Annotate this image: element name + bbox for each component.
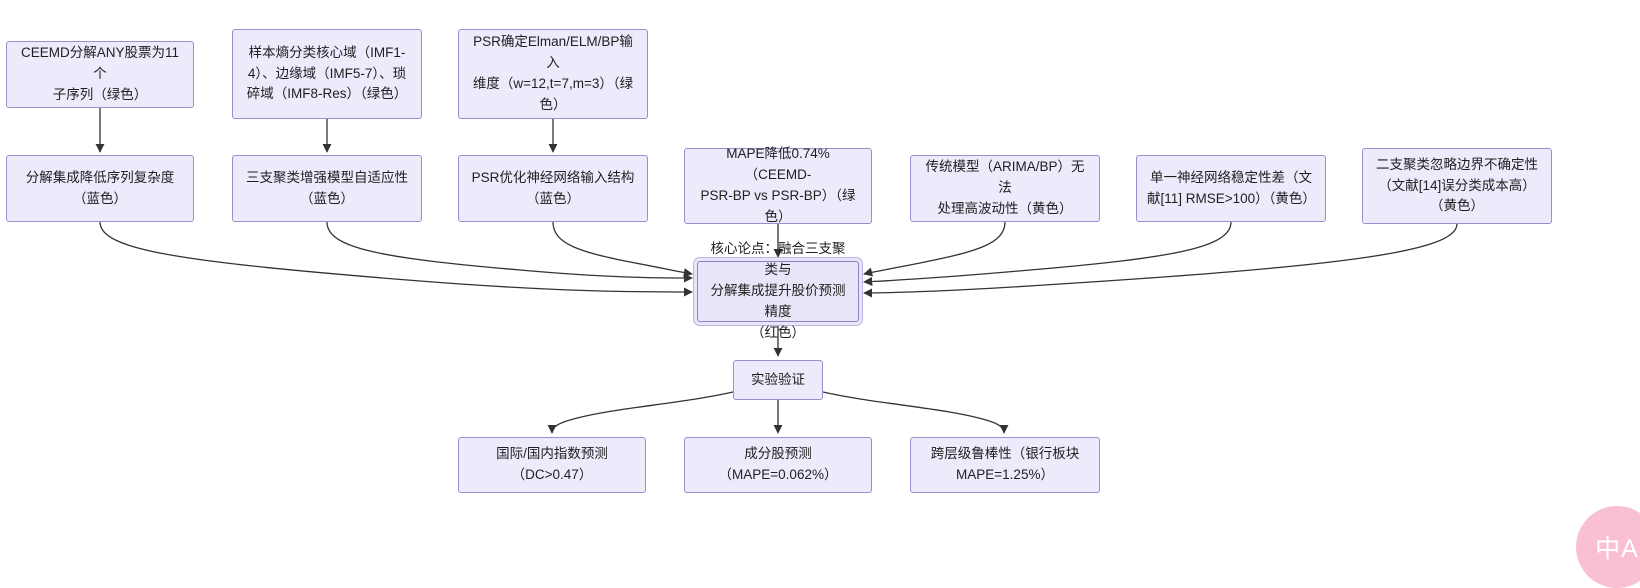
- node-label: PSR优化神经网络输入结构 （蓝色）: [471, 169, 635, 206]
- node-result-index-forecast[interactable]: 国际/国内指数预测 （DC>0.47）: [458, 437, 646, 493]
- node-core-thesis[interactable]: 核心论点：融合三支聚类与 分解集成提升股价预测精度 （红色）: [697, 241, 859, 340]
- node-two-way-clustering-limitation[interactable]: 二支聚类忽略边界不确定性 （文献[14]误分类成本高） （黄色）: [1362, 148, 1552, 224]
- node-label: 三支聚类增强模型自适应性 （蓝色）: [246, 169, 408, 206]
- edge-n8-core: [863, 221, 1006, 277]
- node-ceemd-decomposition[interactable]: CEEMD分解ANY股票为11个 子序列（绿色）: [6, 41, 194, 108]
- edge-exp-r1: [547, 391, 734, 434]
- node-label: 实验验证: [751, 371, 805, 387]
- node-label: 单一神经网络稳定性差（文 献[11] RMSE>100）（黄色）: [1147, 169, 1316, 206]
- edge-n6-core: [552, 221, 693, 278]
- edge-exp-r3: [822, 391, 1009, 434]
- node-label: PSR确定Elman/ELM/BP输入 维度（w=12,t=7,m=3）（绿 色…: [472, 34, 634, 112]
- node-label: 分解集成降低序列复杂度 （蓝色）: [25, 169, 175, 206]
- node-label: CEEMD分解ANY股票为11个 子序列（绿色）: [20, 45, 180, 102]
- node-result-cross-level-robustness[interactable]: 跨层级鲁棒性（银行板块 MAPE=1.25%）: [910, 437, 1100, 493]
- flowchart-canvas: CEEMD分解ANY股票为11个 子序列（绿色） 样本熵分类核心域（IMF1- …: [6, 29, 1640, 588]
- node-psr-input-dimension[interactable]: PSR确定Elman/ELM/BP输入 维度（w=12,t=7,m=3）（绿 色…: [458, 29, 648, 119]
- node-single-network-instability[interactable]: 单一神经网络稳定性差（文 献[11] RMSE>100）（黄色）: [1136, 155, 1326, 222]
- node-label: 样本熵分类核心域（IMF1- 4）、边缘域（IMF5-7）、琐 碎域（IMF8-…: [246, 44, 408, 102]
- node-experimental-verification[interactable]: 实验验证: [733, 360, 823, 400]
- watermark-text: 中A: [1595, 535, 1639, 563]
- node-decomposition-reduces-complexity[interactable]: 分解集成降低序列复杂度 （蓝色）: [6, 155, 194, 222]
- node-label: MAPE降低0.74%（CEEMD- PSR-BP vs PSR-BP）（绿 色…: [700, 146, 856, 224]
- node-label: 成分股预测 （MAPE=0.062%）: [718, 446, 838, 482]
- edge-n9-core: [863, 221, 1232, 287]
- node-mape-reduction[interactable]: MAPE降低0.74%（CEEMD- PSR-BP vs PSR-BP）（绿 色…: [684, 146, 872, 224]
- edge-n5-core: [326, 221, 693, 283]
- node-label: 核心论点：融合三支聚类与 分解集成提升股价预测精度 （红色）: [710, 241, 846, 340]
- node-sample-entropy-classification[interactable]: 样本熵分类核心域（IMF1- 4）、边缘域（IMF5-7）、琐 碎域（IMF8-…: [232, 29, 422, 119]
- node-traditional-model-limitation[interactable]: 传统模型（ARIMA/BP）无法 处理高波动性（黄色）: [910, 155, 1100, 222]
- watermark-badge: 中A: [1576, 506, 1640, 588]
- node-label: 跨层级鲁棒性（银行板块 MAPE=1.25%）: [930, 446, 1080, 482]
- edge-n10-core: [863, 223, 1458, 298]
- node-label: 传统模型（ARIMA/BP）无法 处理高波动性（黄色）: [925, 159, 1085, 216]
- node-result-constituent-stock-forecast[interactable]: 成分股预测 （MAPE=0.062%）: [684, 437, 872, 493]
- node-three-way-clustering-adaptability[interactable]: 三支聚类增强模型自适应性 （蓝色）: [232, 155, 422, 222]
- edge-n4-core: [99, 221, 693, 297]
- node-psr-optimizes-network-input[interactable]: PSR优化神经网络输入结构 （蓝色）: [458, 155, 648, 222]
- node-label: 国际/国内指数预测 （DC>0.47）: [496, 446, 608, 482]
- node-label: 二支聚类忽略边界不确定性 （文献[14]误分类成本高） （黄色）: [1376, 156, 1538, 214]
